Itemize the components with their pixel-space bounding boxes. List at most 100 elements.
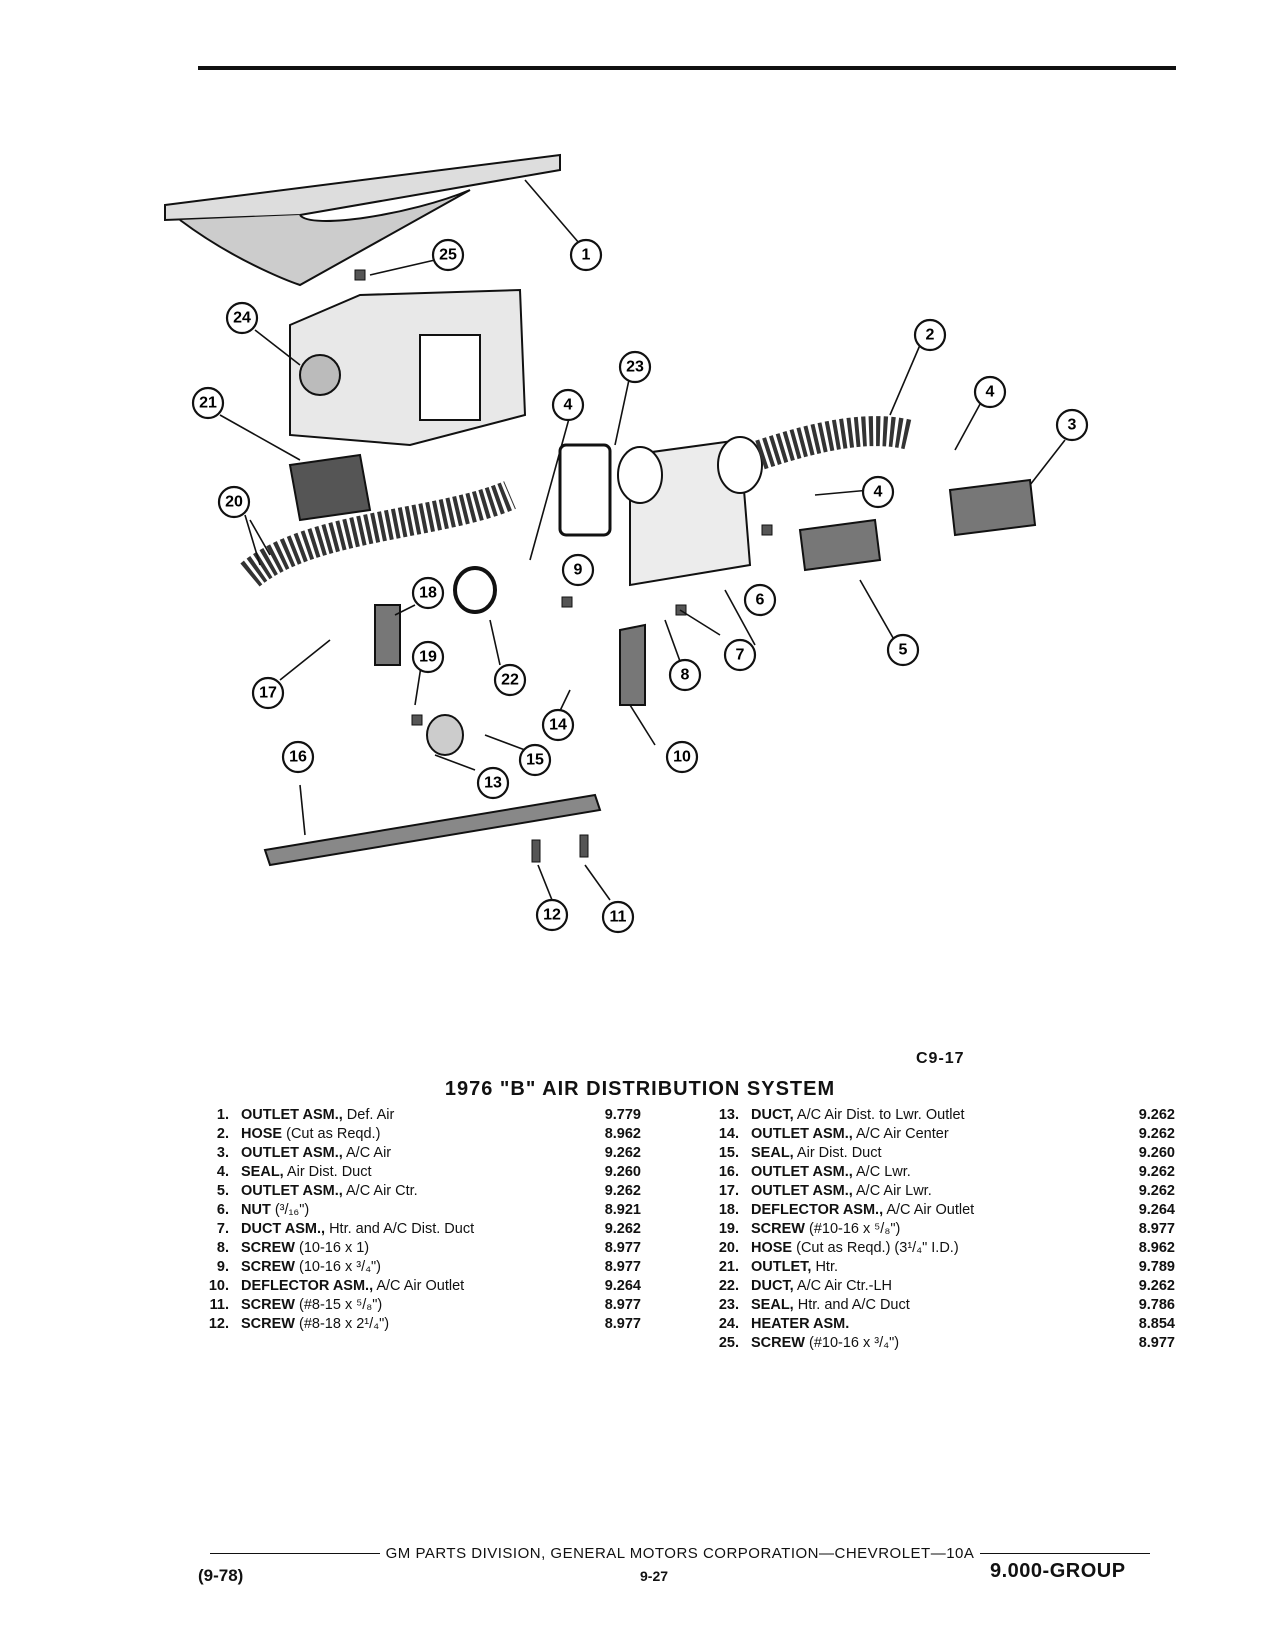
group-code: 8.962 xyxy=(1138,1240,1175,1256)
part-desc: (#10-16 x ³/₄") xyxy=(804,1335,900,1351)
part-number: 6. xyxy=(216,1202,229,1218)
part-name: OUTLET ASM., xyxy=(751,1164,853,1180)
right-outlet-illustration xyxy=(948,478,1037,537)
part-name: SEAL, xyxy=(751,1145,794,1161)
lower-outlet-illustration xyxy=(374,604,401,666)
group-code: 8.921 xyxy=(604,1202,641,1218)
part-name: OUTLET ASM., xyxy=(751,1183,853,1199)
left-hose-illustration xyxy=(240,481,516,587)
parts-row: 24. HEATER ASM. 8.854 xyxy=(705,1315,1175,1334)
heater-outlet-illustration xyxy=(288,453,372,522)
group-code: 8.854 xyxy=(1138,1316,1175,1332)
footer-rule-left xyxy=(210,1553,380,1554)
part-desc: (#8-15 x ⁵/₈") xyxy=(294,1297,383,1313)
svg-text:8: 8 xyxy=(681,667,690,684)
part-name: SEAL, xyxy=(751,1297,794,1313)
group-code: 9.779 xyxy=(604,1107,641,1123)
svg-text:9: 9 xyxy=(574,562,583,579)
group-code: 9.262 xyxy=(1138,1107,1175,1123)
part-name: OUTLET ASM., xyxy=(241,1145,343,1161)
callout-10: 10 xyxy=(665,740,699,774)
part-name: SCREW xyxy=(241,1240,295,1256)
parts-row: 19.SCREW (#10-16 x ⁵/₈")8.977 xyxy=(705,1220,1175,1239)
footer-text: GM PARTS DIVISION, GENERAL MOTORS CORPOR… xyxy=(385,1545,975,1562)
callout-24: 24 xyxy=(225,301,259,335)
group-code: 9.262 xyxy=(1138,1278,1175,1294)
svg-text:13: 13 xyxy=(484,775,502,792)
part-number: 2. xyxy=(216,1126,229,1142)
svg-text:4: 4 xyxy=(986,384,995,401)
svg-text:16: 16 xyxy=(289,749,307,766)
part-number: 19. xyxy=(718,1221,739,1237)
part-number: 12. xyxy=(208,1316,229,1332)
group-code: 9.260 xyxy=(604,1164,641,1180)
group-code: 9.262 xyxy=(1138,1183,1175,1199)
part-number: 24. xyxy=(718,1316,739,1332)
parts-row: 6.NUT (³/₁₆")8.921 xyxy=(195,1201,665,1220)
part-name: HOSE xyxy=(751,1240,793,1256)
svg-text:19: 19 xyxy=(419,649,437,666)
part-number: 21. xyxy=(718,1259,739,1275)
center-outlet-illustration xyxy=(798,518,882,572)
parts-row: 8.SCREW (10-16 x 1)8.977 xyxy=(195,1239,665,1258)
page-title: 1976 "B" AIR DISTRIBUTION SYSTEM xyxy=(444,1078,836,1100)
part-name: SCREW xyxy=(241,1259,295,1275)
svg-text:17: 17 xyxy=(259,685,277,702)
part-name: SEAL, xyxy=(241,1164,284,1180)
part-name: DUCT, xyxy=(751,1107,794,1123)
distribution-duct-illustration xyxy=(617,436,763,587)
part-name: DEFLECTOR ASM., xyxy=(241,1278,374,1294)
group-code: 8.977 xyxy=(604,1259,641,1275)
svg-text:24: 24 xyxy=(233,310,251,327)
part-name: HEATER ASM. xyxy=(751,1316,850,1332)
svg-text:23: 23 xyxy=(626,359,644,376)
part-number: 8. xyxy=(216,1240,229,1256)
part-name: SCREW xyxy=(241,1316,295,1332)
callout-7: 7 xyxy=(723,638,757,672)
part-desc: A/C Air Center xyxy=(852,1126,949,1142)
page-number: 9-27 xyxy=(640,1568,669,1584)
heater-assembly-illustration xyxy=(289,288,527,447)
group-code: 9.262 xyxy=(604,1221,641,1237)
callout-21: 21 xyxy=(191,386,225,420)
part-number: 25. xyxy=(718,1335,739,1351)
part-desc: A/C Air Lwr. xyxy=(852,1183,932,1199)
parts-row: 5.OUTLET ASM., A/C Air Ctr.9.262 xyxy=(195,1182,665,1201)
seal-illustration xyxy=(558,443,612,537)
part-number: 9. xyxy=(216,1259,229,1275)
part-desc: A/C Air Outlet xyxy=(883,1202,975,1218)
part-name: SCREW xyxy=(751,1335,805,1351)
svg-text:7: 7 xyxy=(736,647,745,664)
svg-text:15: 15 xyxy=(526,752,544,769)
callout-3: 3 xyxy=(1055,408,1089,442)
footer: GM PARTS DIVISION, GENERAL MOTORS CORPOR… xyxy=(210,1545,1151,1562)
svg-text:5: 5 xyxy=(899,642,908,659)
part-number: 23. xyxy=(718,1297,739,1313)
svg-text:11: 11 xyxy=(610,909,627,926)
group-label: 9.000-GROUP xyxy=(990,1560,1126,1582)
svg-text:3: 3 xyxy=(1068,417,1077,434)
part-name: OUTLET ASM., xyxy=(241,1107,343,1123)
part-desc: (³/₁₆") xyxy=(270,1202,310,1218)
part-name: SCREW xyxy=(241,1297,295,1313)
callout-14: 14 xyxy=(541,708,575,742)
center-duct-illustration xyxy=(453,566,497,614)
date-code: (9-78) xyxy=(198,1566,244,1585)
part-desc: Def. Air xyxy=(342,1107,395,1123)
group-code: 9.264 xyxy=(1138,1202,1175,1218)
part-desc: A/C Air xyxy=(342,1145,392,1161)
callout-6: 6 xyxy=(743,583,777,617)
callout-4-right: 4 xyxy=(973,375,1007,409)
part-number: 16. xyxy=(718,1164,739,1180)
part-number: 20. xyxy=(718,1240,739,1256)
part-name: SCREW xyxy=(751,1221,805,1237)
group-code: 8.977 xyxy=(604,1297,641,1313)
svg-text:10: 10 xyxy=(673,749,691,766)
svg-text:2: 2 xyxy=(926,327,935,344)
svg-text:4: 4 xyxy=(564,397,573,414)
